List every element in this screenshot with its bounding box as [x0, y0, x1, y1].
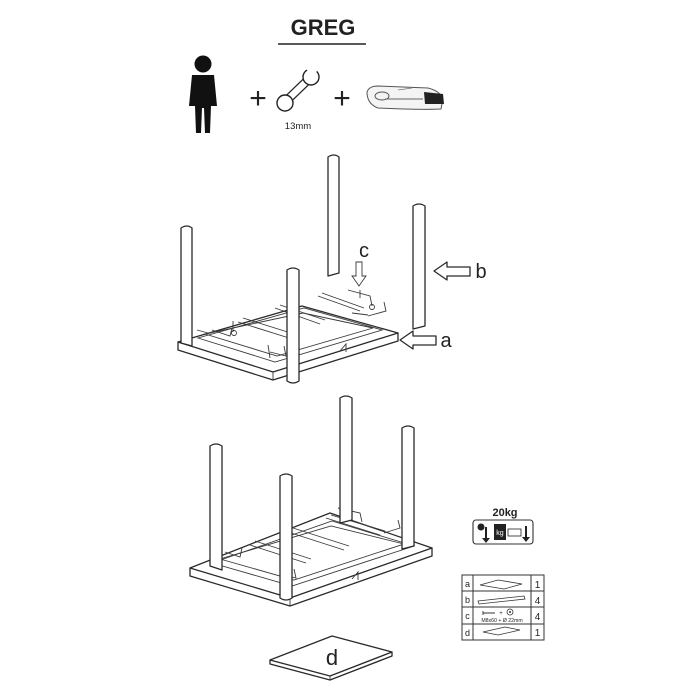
part-a-tabletop-icon [479, 579, 523, 590]
weight-limit-icon: kg [472, 519, 534, 545]
wrench-icon [276, 64, 320, 112]
callout-b: b [475, 261, 486, 283]
parts-table: a 1 b 4 c + M8x60 + Ø 22mm 4 d 1 [461, 574, 545, 641]
svg-text:+: + [499, 611, 503, 617]
part-row-a-qty: 1 [535, 580, 541, 591]
plus-sign-1: + [249, 82, 267, 115]
step2-illustration [189, 395, 433, 607]
part-row-b-letter: b [465, 595, 470, 605]
part-row-b-qty: 4 [535, 596, 541, 607]
product-title: GREG [291, 15, 356, 40]
part-row-a-letter: a [465, 579, 470, 589]
weight-kg-mark: kg [496, 530, 504, 537]
part-row-c-letter: c [465, 611, 470, 621]
callout-c-arrow [351, 261, 367, 287]
part-row-d-qty: 1 [535, 628, 541, 639]
part-b-leg-icon [477, 595, 526, 605]
step1-illustration [177, 154, 426, 384]
callout-c: c [359, 240, 369, 262]
part-d-panel-icon [482, 626, 521, 636]
callout-b-arrow [433, 261, 471, 281]
part-row-d-letter: d [465, 628, 470, 638]
callout-d: d [326, 645, 338, 670]
part-c-bolt-washer-icon: + [482, 608, 514, 617]
plus-sign-2: + [333, 82, 351, 115]
part-row-c-qty: 4 [535, 612, 541, 623]
weight-limit-label: 20kg [492, 507, 517, 519]
callout-a: a [440, 330, 452, 352]
callout-a-arrow [399, 330, 437, 350]
person-icon [189, 55, 217, 133]
part-d-panel [269, 635, 393, 681]
utility-knife-icon [366, 85, 444, 110]
part-row-c-desc: M8x60 + Ø 22mm [481, 618, 522, 624]
wrench-size-label: 13mm [285, 121, 311, 132]
